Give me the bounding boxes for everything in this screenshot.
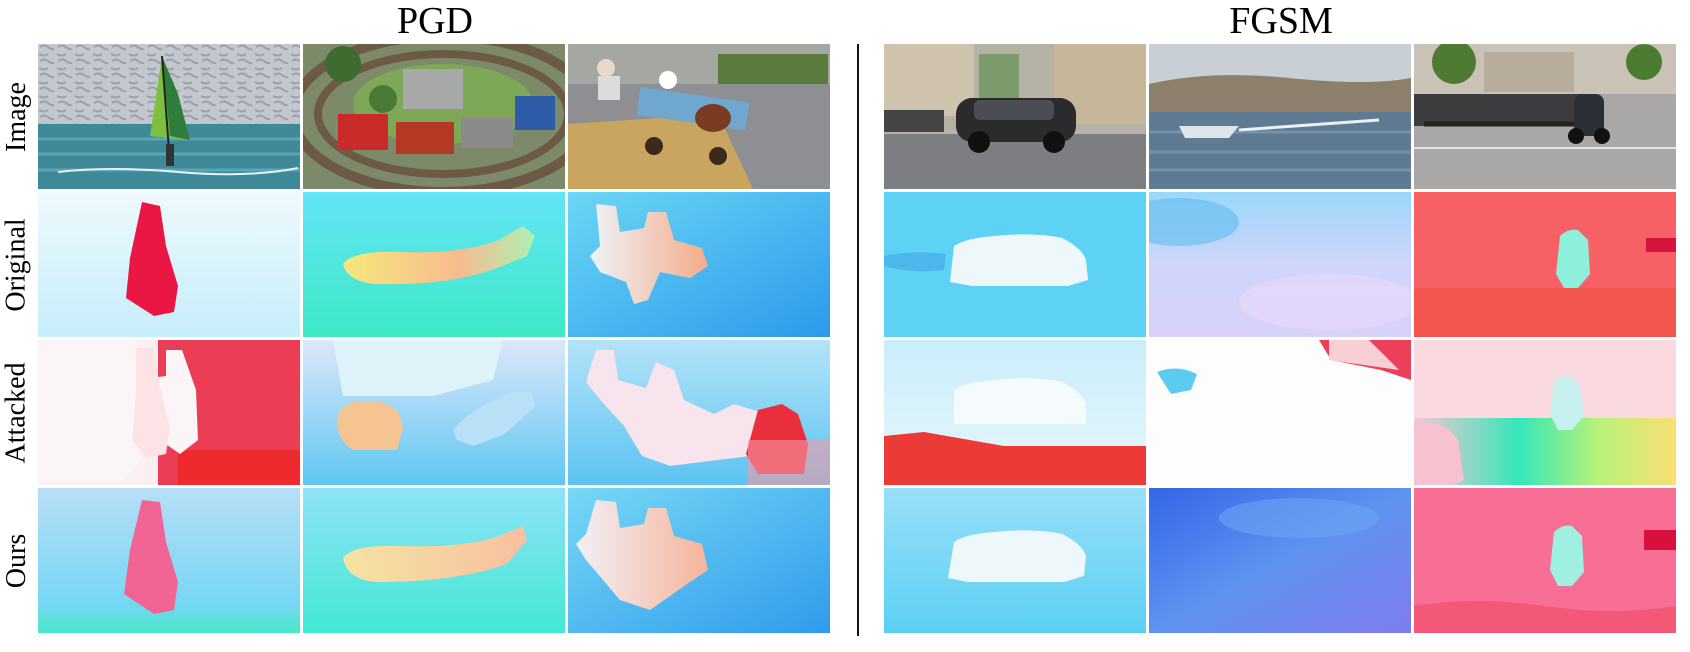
original-flow-windsurfer [38, 192, 300, 337]
attacked-flow-soapbox [568, 340, 830, 485]
attacked-flow-car [884, 340, 1146, 485]
row-label-attacked: Attacked [1, 361, 32, 464]
attacked-flow-model-train [303, 340, 565, 485]
image-soapbox-racer [568, 44, 830, 189]
image-motorcycles [1414, 44, 1676, 189]
row-label-original: Original [1, 217, 32, 312]
attacked-flow-boat [1149, 340, 1411, 485]
image-model-train [303, 44, 565, 189]
row-label-image: Image [1, 81, 32, 152]
ours-flow-windsurfer [38, 488, 300, 633]
attacked-flow-windsurfer [38, 340, 300, 485]
attacked-flow-motorcycles [1414, 340, 1676, 485]
original-flow-motorcycles [1414, 192, 1676, 337]
ours-flow-soapbox [568, 488, 830, 633]
ours-flow-motorcycles [1414, 488, 1676, 633]
fgsm-title: FGSM [1229, 0, 1333, 42]
ours-flow-boat [1149, 488, 1411, 633]
pgd-title: PGD [396, 0, 474, 42]
image-windsurfer [38, 44, 300, 189]
row-label-ours: Ours [1, 533, 33, 588]
original-flow-soapbox [568, 192, 830, 337]
ours-flow-model-train [303, 488, 565, 633]
original-flow-model-train [303, 192, 565, 337]
group-divider [857, 44, 859, 636]
image-boat [1149, 44, 1411, 189]
ours-flow-car [884, 488, 1146, 633]
original-flow-car [884, 192, 1146, 337]
image-street-car [884, 44, 1146, 189]
original-flow-boat [1149, 192, 1411, 337]
